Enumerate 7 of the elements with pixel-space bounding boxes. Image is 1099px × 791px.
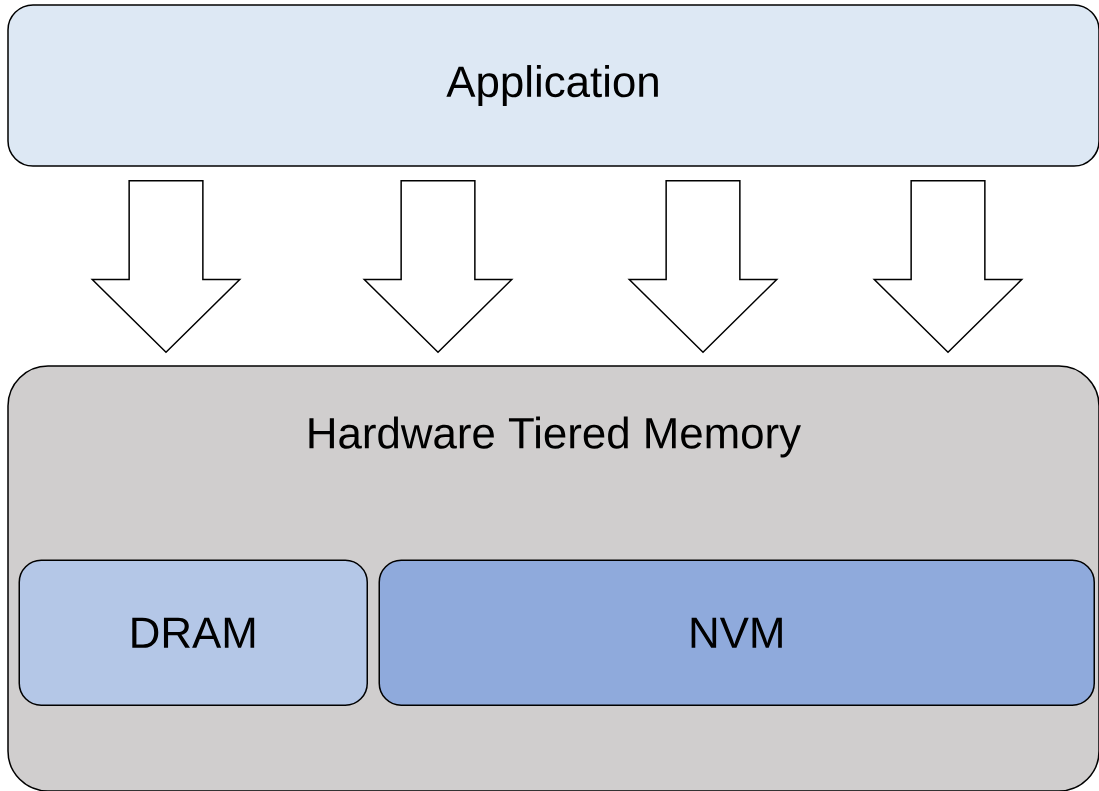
- block-arrow: [872, 180, 1024, 354]
- block-arrow: [90, 180, 242, 354]
- block-arrow: [362, 180, 514, 354]
- block-arrow: [627, 180, 779, 354]
- nvm-box: NVM: [378, 559, 1095, 706]
- application-box: Application: [7, 4, 1099, 167]
- dram-box: DRAM: [18, 559, 368, 706]
